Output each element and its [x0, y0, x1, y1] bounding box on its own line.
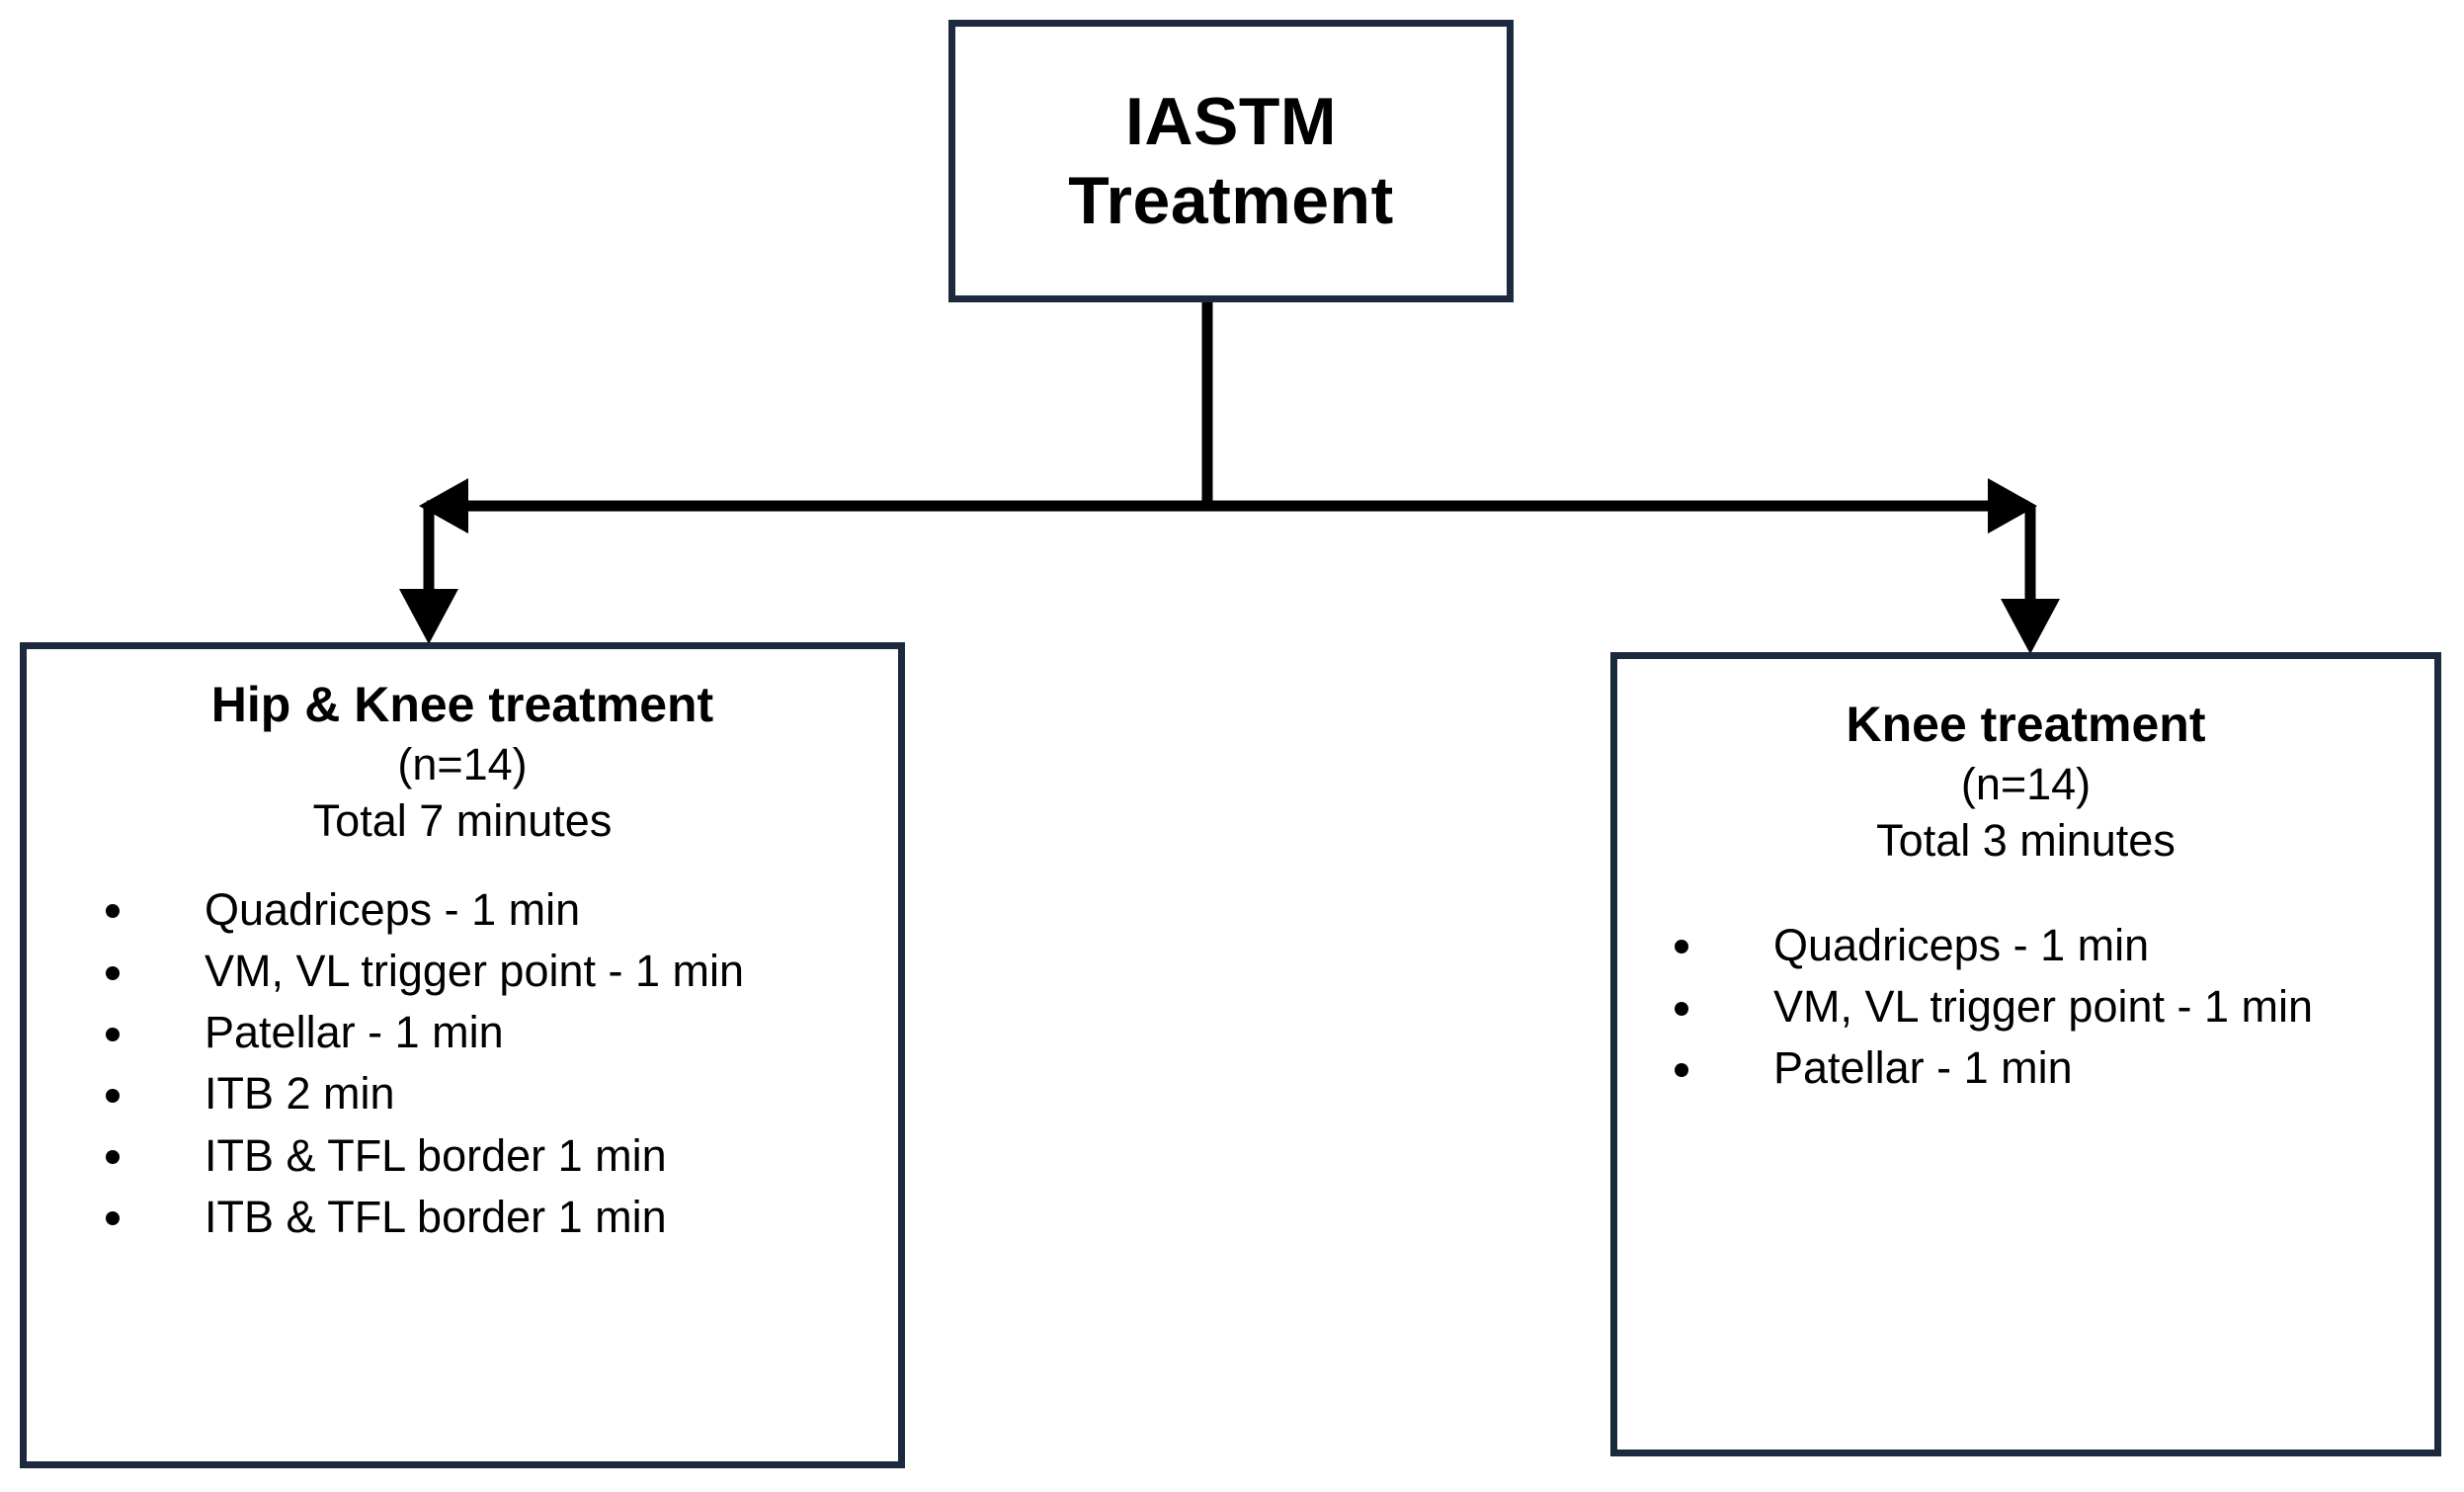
bullet-dot-icon	[106, 1211, 120, 1226]
knee-content: Knee treatment (n=14) Total 3 minutes Qu…	[1617, 659, 2434, 1104]
left-drop-arrowhead	[399, 589, 458, 644]
list-item: VM, VL trigger point - 1 min	[48, 946, 876, 997]
bullet-dot-icon	[1675, 1062, 1688, 1077]
list-item: Quadriceps - 1 min	[48, 884, 876, 936]
list-item-label: VM, VL trigger point - 1 min	[205, 945, 745, 996]
node-knee-treatment: Knee treatment (n=14) Total 3 minutes Qu…	[1610, 652, 2441, 1456]
hip-knee-title: Hip & Knee treatment	[210, 677, 714, 732]
list-item: Quadriceps - 1 min	[1639, 920, 2413, 971]
hip-knee-total-time: Total 7 minutes	[312, 794, 613, 846]
bullet-dot-icon	[106, 904, 120, 919]
list-item-label: Quadriceps - 1 min	[205, 883, 581, 935]
knee-title: Knee treatment	[1846, 697, 2206, 752]
list-item: ITB & TFL border 1 min	[48, 1130, 876, 1182]
bullet-dot-icon	[106, 965, 120, 980]
split-right-arrowhead	[1988, 478, 2037, 534]
list-item-label: ITB & TFL border 1 min	[205, 1129, 667, 1181]
list-item: Patellar - 1 min	[48, 1007, 876, 1058]
node-iastm-treatment: IASTM Treatment	[948, 20, 1514, 302]
root-title-line-1: IASTM	[1124, 83, 1338, 159]
list-item-label: Patellar - 1 min	[1773, 1042, 2073, 1094]
bullet-dot-icon	[1675, 1001, 1688, 1016]
list-item: VM, VL trigger point - 1 min	[1639, 981, 2413, 1033]
list-item-label: Patellar - 1 min	[205, 1007, 504, 1058]
list-item-label: Quadriceps - 1 min	[1773, 919, 2150, 970]
bullet-dot-icon	[106, 1150, 120, 1165]
list-item: Patellar - 1 min	[1639, 1042, 2413, 1094]
node-hip-knee-treatment: Hip & Knee treatment (n=14) Total 7 minu…	[20, 642, 905, 1468]
list-item-label: ITB & TFL border 1 min	[205, 1191, 667, 1242]
list-item-label: VM, VL trigger point - 1 min	[1773, 980, 2314, 1032]
bullet-dot-icon	[1675, 940, 1688, 954]
hip-knee-sample-size: (n=14)	[397, 739, 528, 789]
root-title-line-2: Treatment	[1068, 163, 1394, 238]
hip-knee-treatment-list: Quadriceps - 1 min VM, VL trigger point …	[48, 884, 876, 1243]
right-drop-arrowhead	[2001, 599, 2060, 654]
knee-total-time: Total 3 minutes	[1876, 814, 2176, 866]
list-item: ITB 2 min	[48, 1068, 876, 1119]
bullet-dot-icon	[106, 1089, 120, 1104]
hip-knee-content: Hip & Knee treatment (n=14) Total 7 minu…	[27, 649, 898, 1253]
split-left-arrowhead	[419, 478, 468, 534]
knee-treatment-list: Quadriceps - 1 min VM, VL trigger point …	[1639, 920, 2413, 1095]
list-item-label: ITB 2 min	[205, 1068, 395, 1119]
knee-sample-size: (n=14)	[1960, 759, 2092, 809]
bullet-dot-icon	[106, 1027, 120, 1041]
list-item: ITB & TFL border 1 min	[48, 1192, 876, 1243]
